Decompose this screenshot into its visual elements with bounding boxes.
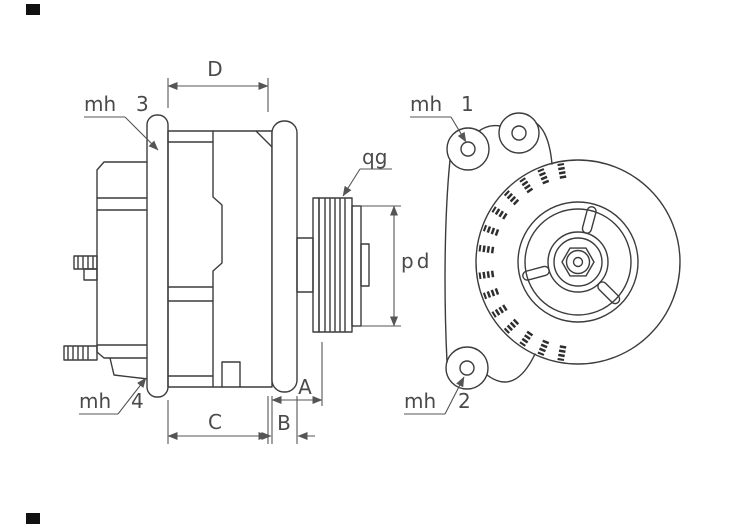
shaft-spacer <box>296 237 314 293</box>
mh4-number: 4 <box>131 389 144 413</box>
mh2-leader <box>444 376 465 415</box>
pulley-inner-rim <box>524 208 632 316</box>
bolt-hole-top <box>511 125 527 141</box>
mh1-label: mh <box>410 92 442 116</box>
body-notch <box>221 361 241 388</box>
pulley-lip <box>312 197 320 333</box>
spoke-left <box>522 265 550 281</box>
bracket-edge-bottom <box>486 353 536 383</box>
vent-slots-lower <box>478 270 567 362</box>
body-step-line <box>212 130 223 388</box>
vent-slot <box>519 330 534 347</box>
vent-slot <box>491 206 508 220</box>
shaft-nut-hex <box>561 247 595 277</box>
spoke-right <box>597 281 621 305</box>
qg-label: qg <box>362 145 387 169</box>
mount-ear-bottom <box>109 357 149 380</box>
vent-slot <box>482 224 500 236</box>
pulley-outer-rim <box>517 201 639 323</box>
bracket-edge-upper <box>478 124 501 132</box>
vent-slot <box>519 177 534 194</box>
pulley-cap <box>351 205 362 327</box>
shaft-center <box>572 256 584 268</box>
mh2-label: mh <box>404 389 436 413</box>
shaft-nut <box>360 243 370 287</box>
side-view <box>63 114 370 398</box>
mh1-number: 1 <box>461 92 474 116</box>
mh2-number: 2 <box>458 389 471 413</box>
front-view <box>444 112 681 390</box>
terminal-stud-lower <box>63 345 98 361</box>
nut-circle <box>565 249 591 275</box>
vent-slot <box>478 270 495 280</box>
bolt-hole-upper-left <box>460 141 476 157</box>
spoke-top <box>581 206 597 234</box>
dimensions: D C B A pd qg mh 3 mh 4 <box>79 57 474 444</box>
dim-b-label: B <box>277 411 291 435</box>
rear-flange <box>146 114 169 398</box>
mh3-number: 3 <box>136 92 149 116</box>
vent-slot <box>491 304 508 318</box>
mh1-leader <box>450 116 467 143</box>
vent-slots-upper <box>478 162 567 254</box>
body-chamfer <box>255 130 273 148</box>
mh4-label: mh <box>79 389 111 413</box>
mount-lobe-upper-left <box>446 127 490 171</box>
vent-slot <box>478 244 495 254</box>
mh3-leader <box>124 116 159 151</box>
dim-d-label: D <box>207 57 222 81</box>
dim-a-label: A <box>298 375 312 399</box>
dim-c-label: C <box>208 410 222 434</box>
body-outline <box>167 130 273 388</box>
mh4-leader <box>117 377 147 415</box>
bracket-edge-left <box>444 159 451 363</box>
vent-slot <box>482 288 500 300</box>
housing-outer-circle <box>475 159 681 365</box>
frame-marks <box>26 4 40 524</box>
bolt-hole-bottom <box>459 360 475 376</box>
mount-lobe-top <box>498 112 540 154</box>
hub-inner <box>553 237 603 287</box>
front-flange <box>271 120 298 393</box>
frame-mark-top-left <box>26 4 40 15</box>
dim-pd-label: pd <box>401 249 432 273</box>
qg-leader <box>342 168 361 197</box>
stud-boss <box>83 268 98 281</box>
rear-housing-outline <box>96 161 148 359</box>
mh3-label: mh <box>84 92 116 116</box>
hub-outer <box>547 231 609 293</box>
mount-lobe-bottom <box>445 346 489 390</box>
frame-mark-bottom-left <box>26 513 40 524</box>
bracket-edge-top <box>535 122 553 165</box>
